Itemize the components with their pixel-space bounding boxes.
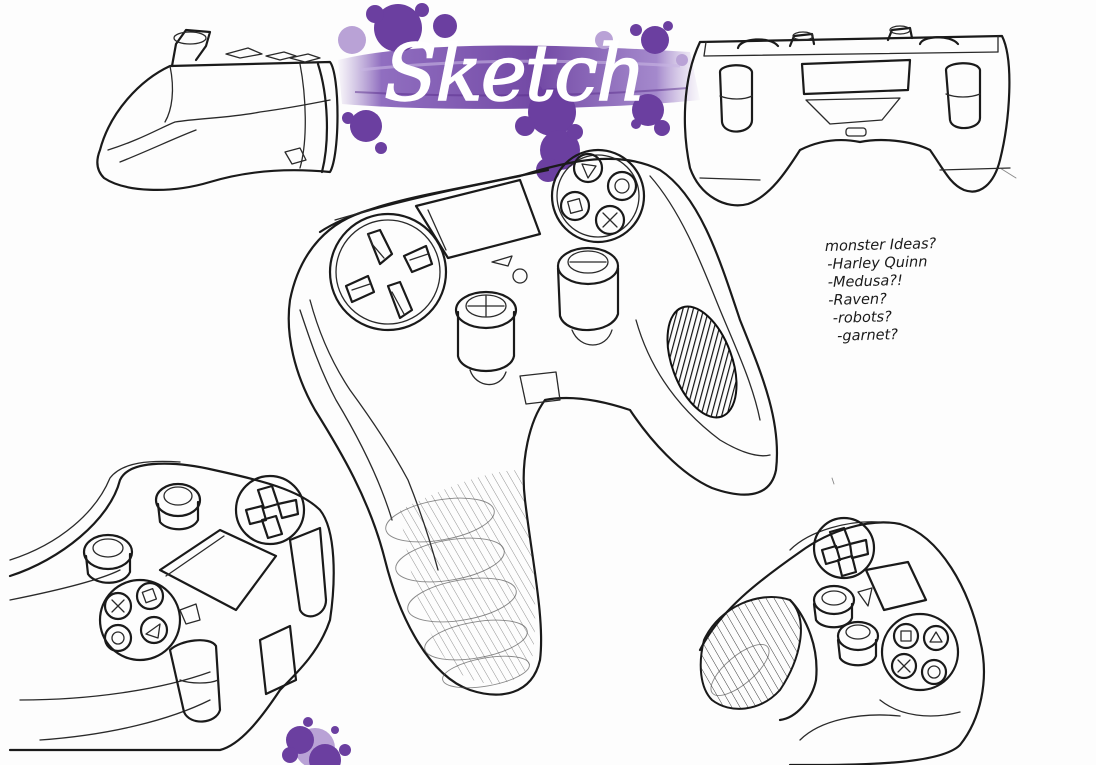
dpad-icon — [328, 212, 448, 332]
controller-side-view-top-left — [96, 28, 339, 191]
thumbstick-icon — [454, 290, 518, 386]
triangle-button-icon — [922, 624, 950, 652]
controller-perspective-bottom-right — [698, 516, 986, 765]
sketch-title: Sketch — [384, 29, 644, 119]
title-paint-band — [338, 45, 700, 109]
cross-button-icon — [103, 591, 133, 621]
square-button-icon — [559, 190, 591, 222]
controller-perspective-bottom-left — [8, 460, 335, 752]
stray-marks — [831, 167, 1017, 485]
thumbstick-icon — [556, 246, 620, 346]
triangle-button-icon — [572, 152, 604, 184]
square-button-icon — [892, 622, 920, 650]
triangle-button-icon — [139, 615, 169, 645]
controller-main-perspective-center — [287, 148, 779, 696]
touchpad-icon — [414, 178, 542, 260]
cross-button-icon — [594, 204, 626, 236]
circle-button-icon — [920, 658, 948, 686]
face-buttons-main — [550, 148, 646, 244]
circle-button-icon — [606, 170, 638, 202]
controller-front-view-top-right — [683, 25, 1011, 207]
cross-button-icon — [890, 652, 918, 680]
monster-ideas-notes: monster Ideas? -Harley Quinn -Medusa?! -… — [825, 234, 978, 346]
circle-button-icon — [103, 623, 133, 653]
square-button-icon — [135, 581, 165, 611]
